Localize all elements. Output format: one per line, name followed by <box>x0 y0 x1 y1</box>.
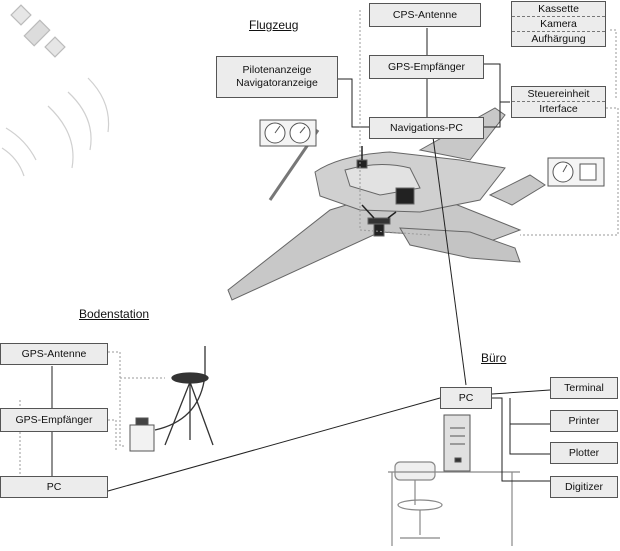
office-pc-box: PC <box>440 387 492 409</box>
display-box: Pilotenanzeige Navigatoranzeige <box>216 56 338 98</box>
ground-gps-receiver-box: GPS-Empfänger <box>0 408 108 432</box>
aircraft-gps-receiver-box: GPS-Empfänger <box>369 55 484 79</box>
office-computer-icon <box>443 414 471 472</box>
pilot-display-label: Pilotenanzeige <box>242 64 312 76</box>
recorder-stack-box: Kassette Kamera Aufhärgung <box>511 1 606 47</box>
ground-station-heading: Bodenstation <box>79 307 150 321</box>
aircraft-heading: Flugzeug <box>249 18 299 32</box>
signal-waves <box>1 77 110 177</box>
camera-label: Kamera <box>512 16 605 31</box>
terminal-box: Terminal <box>550 377 618 399</box>
office-desk-icon <box>388 461 520 546</box>
instrument-panel-icon <box>547 157 605 187</box>
receiver-unit-icon <box>129 417 155 452</box>
mount-label: Aufhärgung <box>512 31 605 46</box>
ground-gps-antenna-box: GPS-Antenne <box>0 343 108 365</box>
navigator-display-label: Navigatoranzeige <box>236 77 318 89</box>
ground-pc-box: PC <box>0 476 108 498</box>
aircraft-gps-antenna-box: CPS-Antenne <box>369 3 481 27</box>
control-unit-label: Steuereinheit <box>527 88 590 100</box>
cockpit-gauges-icon <box>259 119 317 147</box>
control-interface-box: Steuereinheit Irterface <box>511 86 606 118</box>
navigation-pc-box: Navigations-PC <box>369 117 484 139</box>
cassette-label: Kassette <box>538 3 579 15</box>
plotter-box: Plotter <box>550 442 618 464</box>
printer-box: Printer <box>550 410 618 432</box>
interface-label: Irterface <box>512 101 605 116</box>
digitizer-box: Digitizer <box>550 476 618 498</box>
office-heading: Büro <box>481 351 507 365</box>
satellite-icon <box>10 4 66 58</box>
gps-tripod-icon <box>154 346 214 446</box>
